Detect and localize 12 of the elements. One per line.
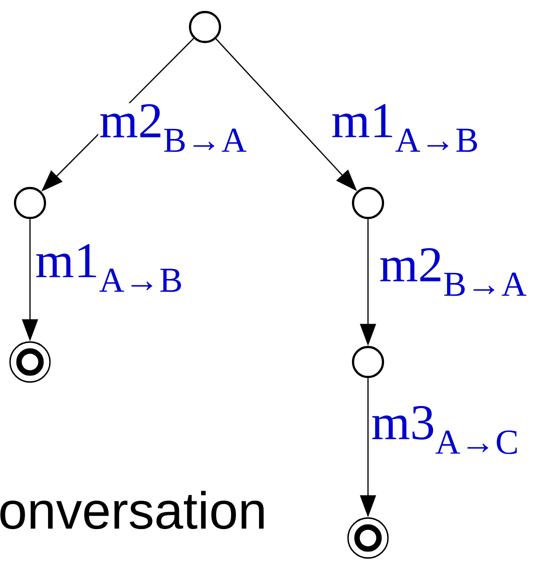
state-circle [352, 186, 384, 220]
edge-label: m1$_{A→B}$ [330, 103, 480, 153]
edge-label: m2$_{B→A}$ [98, 103, 248, 153]
edge-label: m2$_{B→A}$ [378, 247, 528, 297]
final-state-circle [9, 341, 51, 383]
edge-label: m3$_{A→C}$ [370, 404, 520, 456]
final-state-circle [347, 517, 389, 559]
state-circle [352, 346, 384, 378]
edge-label: m1$_{A→B}$ [34, 243, 184, 293]
state-circle [14, 186, 46, 220]
caption-text: onversation [0, 490, 264, 530]
state-circle [188, 10, 222, 44]
